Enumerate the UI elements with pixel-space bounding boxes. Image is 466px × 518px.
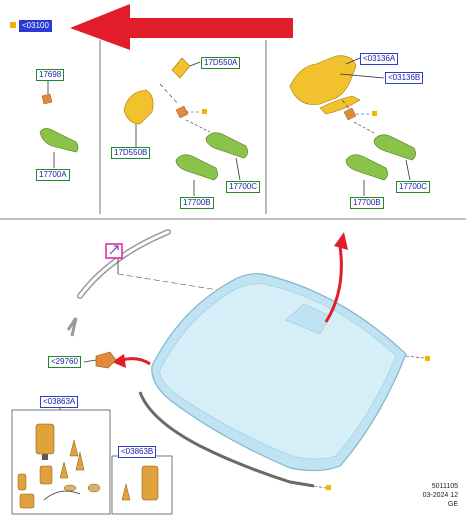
panel3-parts [289,55,416,196]
windshield-glass[interactable] [151,273,407,472]
bracket-part [95,351,117,369]
panel2-parts [123,57,248,196]
header-bullet-icon [10,22,16,28]
label-03863b[interactable]: <03863B [118,446,157,458]
kit-a-items [17,423,101,509]
label-17d550a[interactable]: 17D550A [201,57,241,69]
label-17698[interactable]: 17698 [36,69,65,81]
footer-block: 5011105 03-2024 12 GE [423,482,458,509]
label-17700a[interactable]: 17700A [36,169,70,181]
body-outline [66,229,171,337]
footer-region: GE [447,501,458,508]
direction-arrow-right [324,232,348,323]
kit-a-box [11,409,111,515]
direction-arrow-left [112,354,151,368]
label-17700b-p2[interactable]: 17700B [180,197,214,209]
label-17d550b[interactable]: 17D550B [111,147,151,159]
label-17700c-p3[interactable]: 17700C [396,181,431,193]
moulding-bullet-icon [326,485,331,490]
moulding-leader [313,485,327,489]
kit-b-items [121,465,159,501]
header-arrow [70,4,293,50]
label-17700b-p3[interactable]: 17700B [350,197,384,209]
label-17700c-p2[interactable]: 17700C [226,181,261,193]
bracket-leader [83,359,97,363]
selected-ref-label[interactable]: <03100 [19,20,52,32]
footer-date: 03-2024 12 [422,492,458,499]
panel1-parts [39,80,79,168]
label-03863a[interactable]: <03863A [40,396,79,408]
glass-bullet-icon [425,356,430,361]
label-03136a[interactable]: <03136A [360,53,399,65]
footer-code: 5011105 [431,483,458,490]
rain-sensor-glyph [109,245,119,255]
label-29760[interactable]: <29760 [48,356,81,368]
glass-leader [405,355,425,359]
moulding-strip [138,391,315,488]
label-03136b[interactable]: <03136B [385,72,424,84]
